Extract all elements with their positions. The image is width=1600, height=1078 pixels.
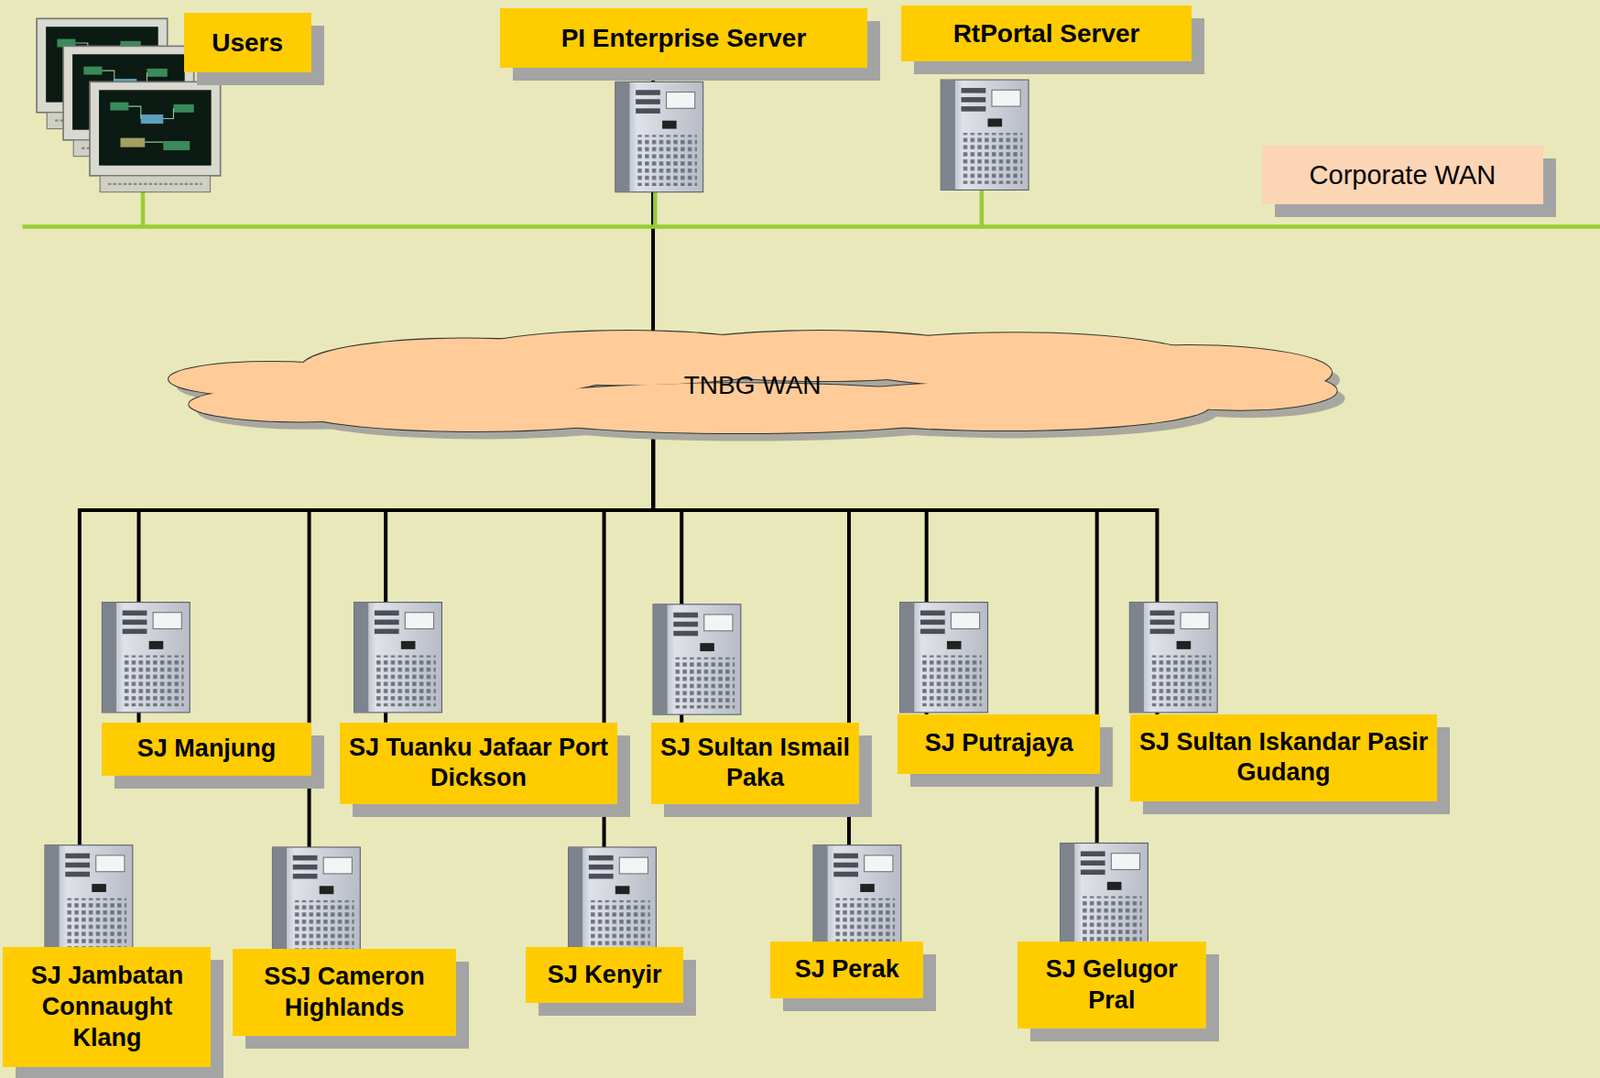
label-box: Users: [184, 12, 312, 73]
label-box: SJ Manjung: [101, 722, 311, 776]
node-label: SJ Manjung: [137, 733, 277, 765]
label-box: SSJ Cameron Highlands: [232, 948, 457, 1036]
node-label: SJ Putrajaya: [925, 728, 1074, 760]
label-box: RtPortal Server: [901, 5, 1193, 62]
node-label: SSJ Cameron Highlands: [239, 961, 449, 1024]
node-label: TNBG WAN: [684, 369, 822, 402]
label-box: Corporate WAN: [1262, 145, 1543, 205]
node-label: RtPortal Server: [953, 17, 1141, 50]
network-link: [653, 436, 1157, 715]
node-label: SJ Perak: [794, 954, 900, 986]
node-label: Corporate WAN: [1309, 158, 1497, 192]
label-box: PI Enterprise Server: [500, 8, 868, 68]
label-box: SJ Jambatan Connaught Klang: [2, 946, 211, 1067]
label-box: SJ Tuanku Jafaar Port Dickson: [339, 722, 618, 805]
node-label: SJ Tuanku Jafaar Port Dickson: [347, 732, 610, 795]
label-box: SJ Kenyir: [525, 946, 685, 1003]
label-box: SJ Sultan Ismail Paka: [651, 722, 860, 805]
wan-cloud: TNBG WAN: [168, 328, 1338, 442]
node-label: Users: [211, 26, 283, 59]
node-label: PI Enterprise Server: [561, 21, 807, 55]
network-link: [79, 436, 654, 947]
label-box: SJ Perak: [770, 941, 924, 998]
network-link: [653, 436, 927, 715]
label-box: SJ Putrajaya: [897, 714, 1100, 774]
label-box: SJ Sultan Iskandar Pasir Gudang: [1130, 714, 1437, 802]
node-label: SJ Kenyir: [547, 959, 663, 991]
node-label: SJ Sultan Iskandar Pasir Gudang: [1137, 727, 1429, 790]
node-label: SJ Sultan Ismail Paka: [658, 732, 852, 795]
node-label: SJ Gelugor Pral: [1024, 954, 1199, 1017]
network-link: [139, 436, 654, 723]
node-label: SJ Jambatan Connaught Klang: [10, 960, 204, 1054]
label-box: SJ Gelugor Pral: [1017, 941, 1207, 1029]
